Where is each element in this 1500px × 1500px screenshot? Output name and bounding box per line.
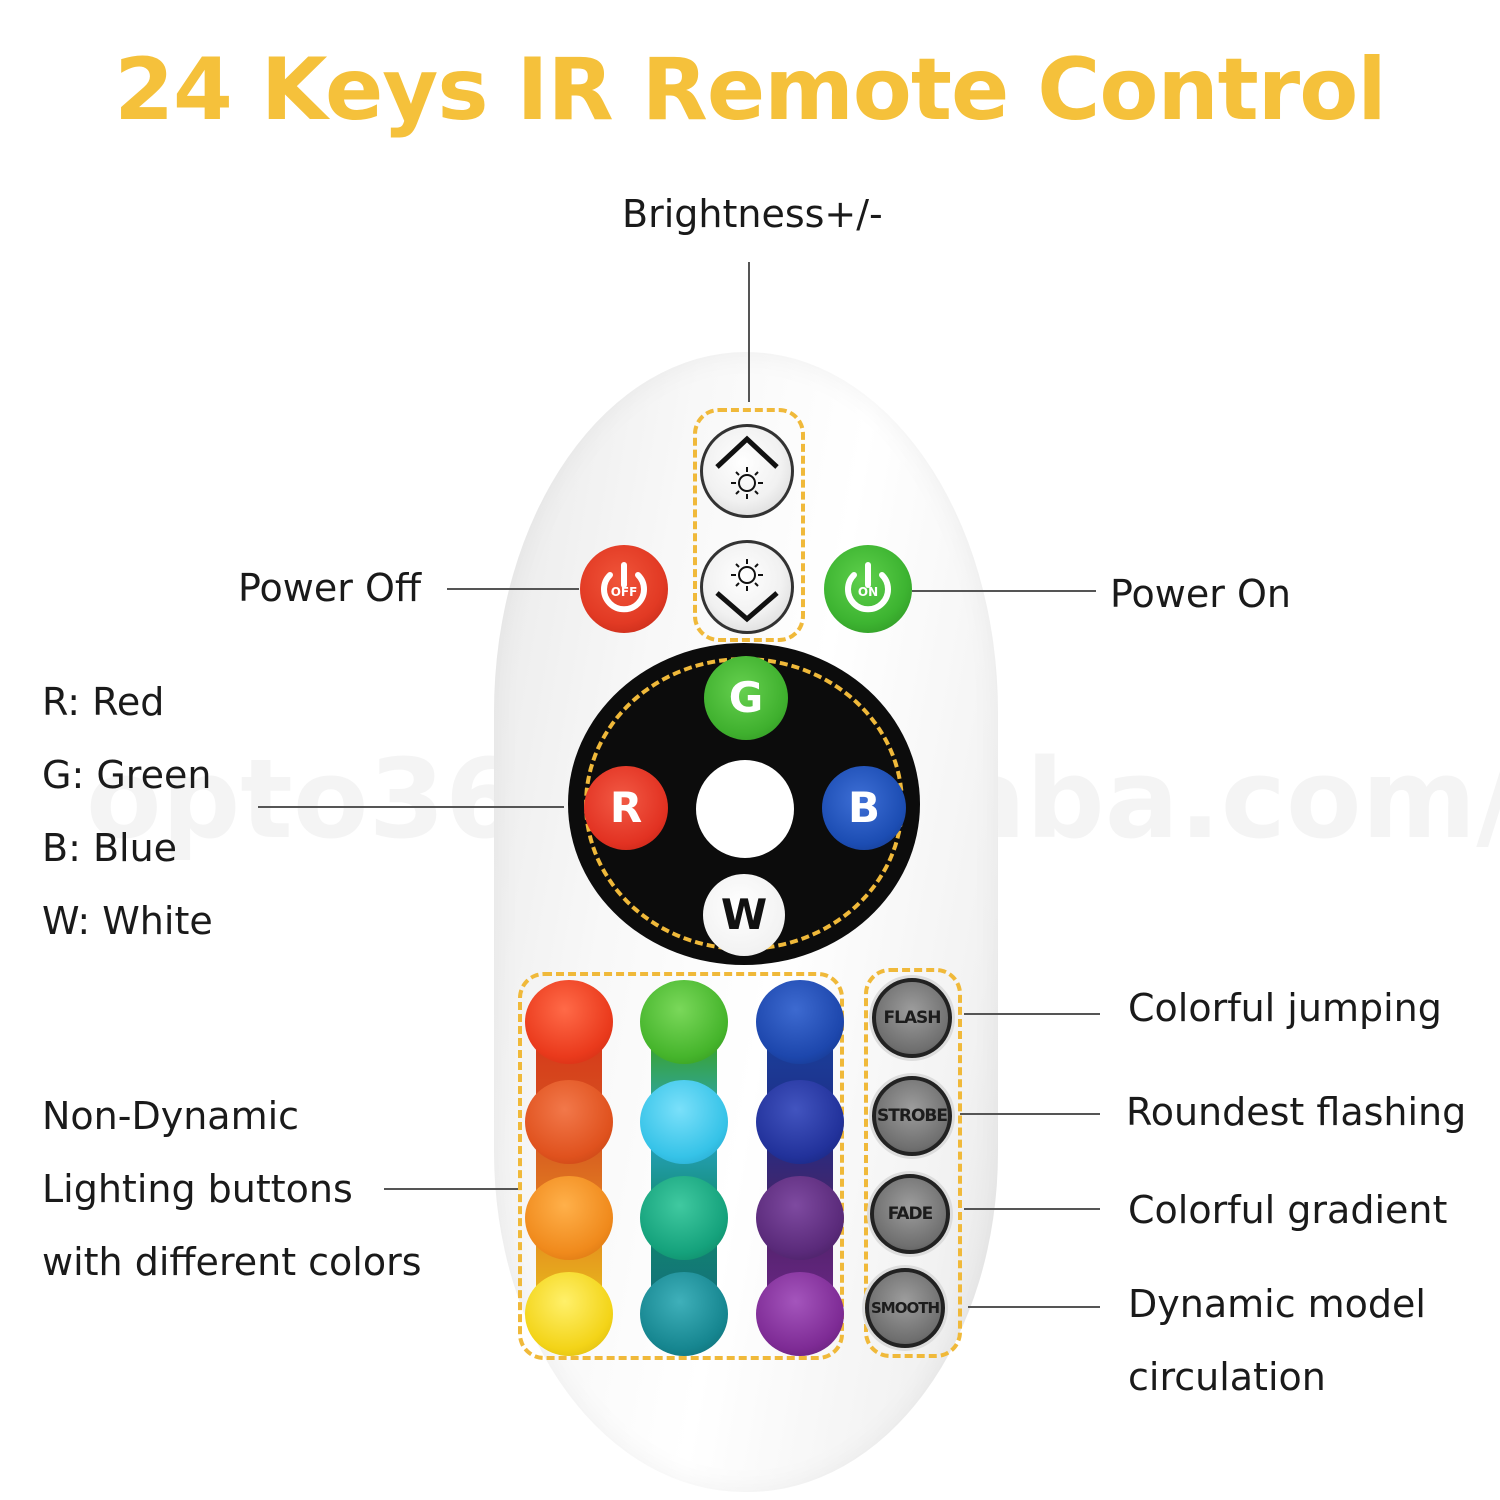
- strobe-leader-line: [960, 1113, 1100, 1115]
- color-key-1-1[interactable]: [525, 980, 613, 1064]
- smooth-description-line1: Dynamic model: [1128, 1282, 1426, 1326]
- page-title: 24 Keys IR Remote Control: [114, 40, 1387, 140]
- color-key-1-3[interactable]: [525, 1176, 613, 1260]
- smooth-key[interactable]: SMOOTH: [865, 1268, 945, 1348]
- strobe-key[interactable]: STROBE: [872, 1076, 952, 1156]
- smooth-description-line2: circulation: [1128, 1355, 1326, 1399]
- blue-key[interactable]: B: [822, 766, 906, 850]
- color-key-2-1[interactable]: [640, 980, 728, 1064]
- non-dynamic-label-line2: Lighting buttons: [42, 1167, 353, 1211]
- red-key[interactable]: R: [584, 766, 668, 850]
- power-on-leader-line: [912, 590, 1096, 592]
- color-key-2-3[interactable]: [640, 1176, 728, 1260]
- flash-description: Colorful jumping: [1128, 986, 1442, 1030]
- flash-leader-line: [964, 1013, 1100, 1015]
- color-key-2-2[interactable]: [640, 1080, 728, 1164]
- strobe-description: Roundest flashing: [1126, 1090, 1467, 1134]
- brightness-up-button[interactable]: [700, 424, 794, 518]
- mode-group-outline: [864, 968, 962, 1358]
- power-off-button[interactable]: OFF: [580, 545, 668, 633]
- rgbw-label-blue: B: Blue: [42, 826, 178, 870]
- rgbw-label-red: R: Red: [42, 680, 165, 724]
- color-key-3-2[interactable]: [756, 1080, 844, 1164]
- color-key-2-4[interactable]: [640, 1272, 728, 1356]
- color-column-2-strip: [651, 1040, 717, 1300]
- color-key-3-4[interactable]: [756, 1272, 844, 1356]
- power-on-key-text: ON: [857, 585, 879, 599]
- color-key-3-1[interactable]: [756, 980, 844, 1064]
- power-off-key-text: OFF: [610, 585, 638, 599]
- fade-leader-line: [964, 1208, 1100, 1210]
- brightness-down-icon: [715, 559, 779, 623]
- power-on-label: Power On: [1110, 572, 1291, 616]
- power-off-icon: [601, 562, 647, 613]
- power-off-label: Power Off: [238, 566, 422, 610]
- brightness-leader-line: [748, 262, 750, 402]
- fade-key[interactable]: FADE: [870, 1174, 950, 1254]
- power-on-button[interactable]: ON: [824, 545, 912, 633]
- color-grid-outline: [518, 972, 844, 1360]
- brightness-label: Brightness+/-: [622, 192, 883, 236]
- rgbw-leader-line: [258, 806, 564, 808]
- color-key-3-3[interactable]: [756, 1176, 844, 1260]
- color-key-1-2[interactable]: [525, 1080, 613, 1164]
- non-dynamic-label-line1: Non-Dynamic: [42, 1094, 300, 1138]
- flash-key[interactable]: FLASH: [872, 978, 952, 1058]
- non-dynamic-leader-line: [384, 1188, 518, 1190]
- rgbw-label-white: W: White: [42, 899, 213, 943]
- color-column-3-strip: [767, 1040, 833, 1300]
- brightness-group-outline: [693, 408, 805, 642]
- brightness-up-icon: [715, 435, 779, 499]
- center-key[interactable]: [696, 760, 794, 858]
- brightness-down-button[interactable]: [700, 540, 794, 634]
- rgbw-label-green: G: Green: [42, 753, 212, 797]
- fade-description: Colorful gradient: [1128, 1188, 1448, 1232]
- non-dynamic-label-line3: with different colors: [42, 1240, 422, 1284]
- color-key-1-4[interactable]: [525, 1272, 613, 1356]
- green-key[interactable]: G: [704, 656, 788, 740]
- color-column-1-strip: [536, 1040, 602, 1300]
- smooth-leader-line: [968, 1306, 1100, 1308]
- power-on-icon: [845, 562, 891, 613]
- white-key[interactable]: W: [703, 874, 785, 956]
- power-off-leader-line: [447, 588, 579, 590]
